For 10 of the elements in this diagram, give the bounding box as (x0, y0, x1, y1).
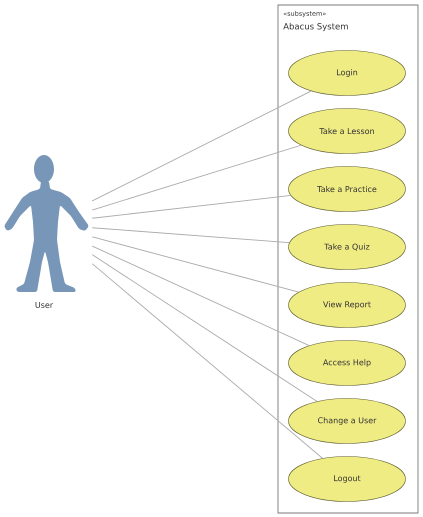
association-line (92, 227, 290, 244)
association-line (92, 144, 302, 210)
system-name: Abacus System (283, 22, 348, 32)
association-line (92, 90, 312, 202)
association-line (92, 254, 318, 402)
actor-name: User (36, 302, 54, 308)
association-line (92, 195, 292, 219)
association-line (92, 263, 323, 459)
association-line (92, 246, 310, 346)
association-line (92, 236, 300, 292)
